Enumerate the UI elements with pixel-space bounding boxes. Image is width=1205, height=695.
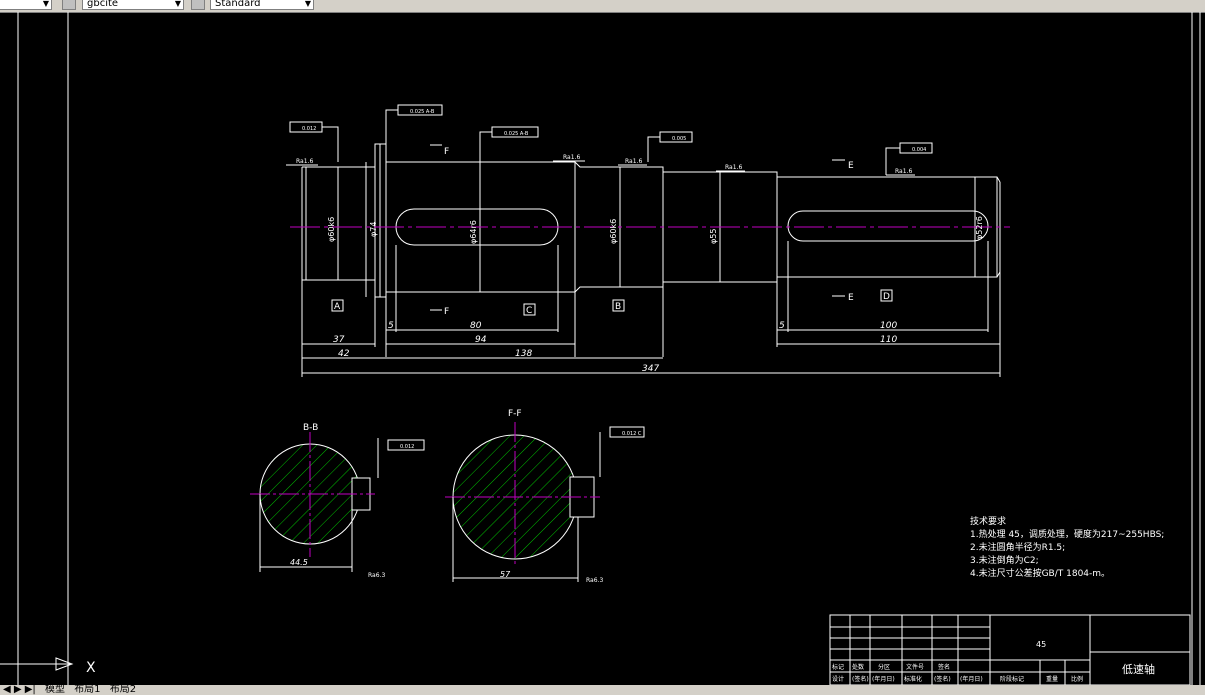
layout-tabs: ◀ ▶ ▶| 模型 布局1 布局2 xyxy=(0,685,1205,695)
svg-text:0.005: 0.005 xyxy=(672,136,686,142)
section-e-top: E xyxy=(848,161,854,171)
tab-layout2[interactable]: 布局2 xyxy=(109,685,137,695)
section-ff-label: F-F xyxy=(508,409,522,419)
svg-text:Ra1.6: Ra1.6 xyxy=(563,154,580,161)
section-e-bottom: E xyxy=(848,293,854,303)
section-bb-label: B-B xyxy=(303,423,318,433)
svg-text:0.025 A-B: 0.025 A-B xyxy=(410,109,435,115)
svg-text:Ra6.3: Ra6.3 xyxy=(368,572,385,579)
svg-text:Ra6.3: Ra6.3 xyxy=(586,577,603,584)
note-3: 3.未注倒角为C2; xyxy=(970,554,1039,566)
dim-37: 37 xyxy=(333,335,345,345)
svg-text:处数: 处数 xyxy=(852,663,864,671)
datum-c: C xyxy=(526,306,532,316)
dimension-values: 37 42 94 138 347 80 5 5 100 110 xyxy=(333,321,897,374)
tab-layout1[interactable]: 布局1 xyxy=(74,685,101,695)
dim-80: 80 xyxy=(470,321,482,331)
dim-110: 110 xyxy=(880,335,897,345)
svg-text:φ64r6: φ64r6 xyxy=(469,220,478,244)
datum-markers xyxy=(331,289,893,316)
text-style-icon[interactable] xyxy=(62,0,76,10)
dim-100: 100 xyxy=(880,321,897,331)
datum-b: B xyxy=(615,302,621,312)
horizontal-dimensions xyxy=(301,241,1001,377)
svg-text:重量: 重量 xyxy=(1046,675,1058,683)
svg-text:(签名): (签名) xyxy=(934,675,951,683)
datum-a: A xyxy=(334,302,341,312)
diameter-labels: φ60k6 φ74 φ64r6 φ60k6 φ55 φ52r6 xyxy=(327,216,984,244)
svg-text:设计: 设计 xyxy=(832,675,844,683)
svg-text:0.012 C: 0.012 C xyxy=(622,431,642,437)
svg-text:(年月日): (年月日) xyxy=(960,675,983,683)
svg-text:文件号: 文件号 xyxy=(906,663,924,671)
tolerance-values: 0.012 0.025 A-B 0.025 A-B 0.005 0.004 0.… xyxy=(302,109,926,450)
tab-model[interactable]: 模型 xyxy=(45,685,65,695)
dim-347: 347 xyxy=(642,364,659,374)
svg-text:φ55: φ55 xyxy=(709,229,718,244)
dim-style-value: Standard xyxy=(215,0,261,9)
dim-5b: 5 xyxy=(779,321,785,331)
roughness-symbols: Ra1.6 Ra1.6 Ra1.6 Ra1.6 Ra1.6 Ra6.3 Ra6.… xyxy=(296,154,912,584)
chevron-down-icon: ▼ xyxy=(304,0,311,8)
dim-style-icon[interactable] xyxy=(191,0,205,10)
toolbar: ▼ gbcite ▼ Standard ▼ xyxy=(0,0,1205,13)
dim-44: 44.5 xyxy=(290,558,308,567)
svg-text:0.004: 0.004 xyxy=(912,147,926,153)
svg-text:φ60k6: φ60k6 xyxy=(609,219,618,244)
svg-text:标记: 标记 xyxy=(832,663,844,671)
ucs-icon: X xyxy=(0,657,96,676)
svg-text:(年月日): (年月日) xyxy=(872,675,895,683)
layer-dropdown[interactable]: ▼ xyxy=(0,0,52,10)
dim-style-dropdown[interactable]: Standard ▼ xyxy=(210,0,314,10)
ucs-x-label: X xyxy=(86,660,96,676)
svg-text:(签名): (签名) xyxy=(852,675,869,683)
svg-text:0.025 A-B: 0.025 A-B xyxy=(504,131,529,137)
section-ff: F-F 57 xyxy=(445,409,601,582)
roughness-lines xyxy=(286,160,915,176)
section-bb: B-B 44.5 xyxy=(250,423,379,572)
shaft-main-view xyxy=(301,143,1001,298)
dim-138: 138 xyxy=(515,349,532,359)
technical-notes: 技术要求 1.热处理 45，调质处理，硬度为217~255HBS; 2.未注圆角… xyxy=(970,515,1164,579)
svg-text:签名: 签名 xyxy=(938,663,950,671)
note-2: 2.未注圆角半径为R1.5; xyxy=(970,541,1065,553)
text-style-value: gbcite xyxy=(87,0,119,9)
notes-title: 技术要求 xyxy=(970,515,1006,527)
svg-text:Ra1.6: Ra1.6 xyxy=(895,168,912,175)
section-f-top: F xyxy=(444,147,449,157)
section-f-bottom: F xyxy=(444,307,449,317)
svg-text:标准化: 标准化 xyxy=(904,675,922,683)
drawing-canvas[interactable]: φ60k6 φ74 φ64r6 φ60k6 φ55 φ52r6 37 42 94… xyxy=(0,12,1205,686)
dim-57: 57 xyxy=(500,570,511,579)
datum-d: D xyxy=(883,292,890,302)
note-4: 4.未注尺寸公差按GB/T 1804-m。 xyxy=(970,567,1110,579)
svg-text:阶段标记: 阶段标记 xyxy=(1000,675,1024,683)
tab-nav-arrows[interactable]: ◀ ▶ ▶| xyxy=(3,685,36,695)
svg-text:Ra1.6: Ra1.6 xyxy=(625,158,642,165)
chevron-down-icon: ▼ xyxy=(42,0,49,8)
part-name: 低速轴 xyxy=(1122,662,1155,676)
svg-text:Ra1.6: Ra1.6 xyxy=(725,164,742,171)
svg-text:比例: 比例 xyxy=(1071,675,1083,683)
svg-text:φ74: φ74 xyxy=(369,222,378,237)
dim-5a: 5 xyxy=(388,321,394,331)
material-value: 45 xyxy=(1036,640,1046,649)
drawing-frame xyxy=(17,12,1201,685)
dim-42: 42 xyxy=(338,349,350,359)
section-arrows xyxy=(430,144,845,311)
datum-letters: A C B D F F E E xyxy=(334,147,890,317)
svg-text:Ra1.6: Ra1.6 xyxy=(296,158,313,165)
note-1: 1.热处理 45，调质处理，硬度为217~255HBS; xyxy=(970,528,1164,540)
svg-text:0.012: 0.012 xyxy=(302,126,316,132)
title-block-text: 标记 处数 分区 文件号 签名 设计 (签名) (年月日) 标准化 (签名) (… xyxy=(832,640,1155,683)
svg-text:φ60k6: φ60k6 xyxy=(327,217,336,242)
title-block xyxy=(829,614,1191,686)
svg-text:0.012: 0.012 xyxy=(400,444,414,450)
text-style-dropdown[interactable]: gbcite ▼ xyxy=(82,0,184,10)
dim-94: 94 xyxy=(475,335,487,345)
svg-text:φ52r6: φ52r6 xyxy=(975,216,984,240)
svg-text:分区: 分区 xyxy=(878,663,890,671)
tolerance-frames xyxy=(289,104,933,451)
chevron-down-icon: ▼ xyxy=(174,0,181,8)
